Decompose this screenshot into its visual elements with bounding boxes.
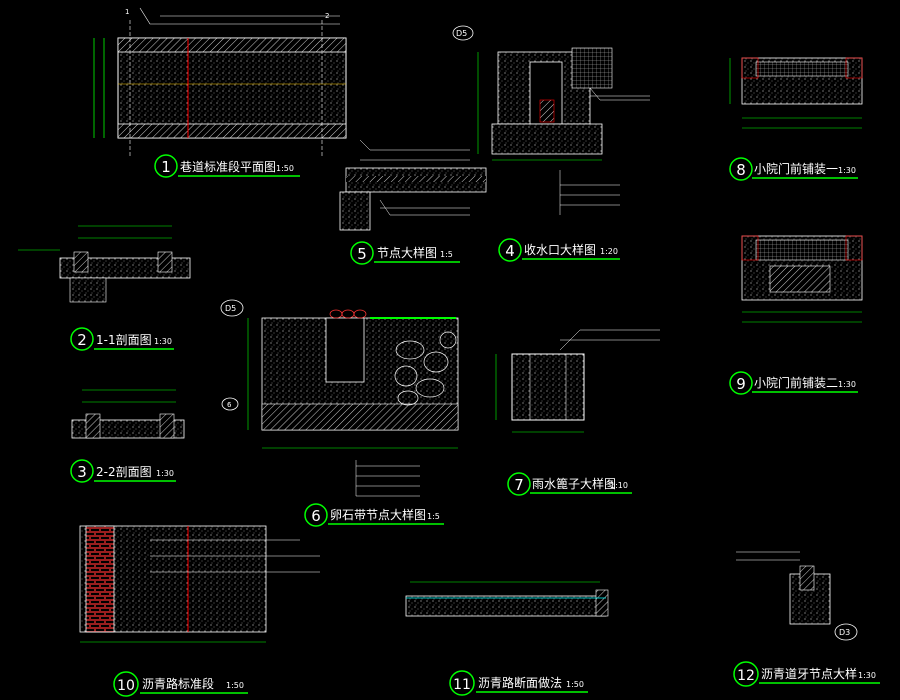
title-11-scale: 1:50 [566, 680, 584, 689]
title-9-number: 9 [736, 375, 746, 393]
title-2-scale: 1:30 [154, 337, 172, 346]
title-8-number: 8 [736, 161, 746, 179]
title-12: 12 沥青道牙节点大样 1:30 [733, 661, 880, 687]
section-marker-2: 2 [325, 12, 329, 20]
drawing-11-section [405, 581, 609, 617]
title-1-scale: 1:50 [276, 164, 294, 173]
detail-ref-bubble [220, 299, 244, 317]
detail-ref-d5: D5 [456, 29, 467, 38]
drawing-9-paving [741, 235, 863, 323]
drawing-5-node [339, 139, 487, 231]
detail-ref-bubble [834, 623, 858, 641]
title-6-scale: 1:5 [427, 512, 440, 521]
title-9-name: 小院门前铺装二 [754, 375, 838, 390]
section-marker-1: 1 [125, 8, 129, 16]
drawing-1-plan: 1 2 [93, 7, 347, 156]
title-2-name: 1-1剖面图 [96, 333, 152, 347]
title-5-scale: 1:5 [440, 250, 453, 259]
drawing-8-paving [729, 57, 863, 129]
title-4: 4 收水口大样图 1:20 [498, 238, 620, 262]
title-6-name: 卵石带节点大样图 [330, 507, 426, 522]
title-1-name: 巷道标准段平面图 [180, 159, 276, 174]
title-6-number: 6 [311, 507, 321, 525]
title-1-number: 1 [161, 158, 171, 176]
title-7-scale: 1:10 [610, 481, 628, 490]
detail-ref-d5-b: D5 [225, 304, 236, 313]
title-5-number: 5 [357, 245, 367, 263]
title-3-number: 3 [77, 463, 87, 481]
drawing-10-asphalt [79, 525, 320, 643]
title-8-name: 小院门前铺装一 [754, 161, 838, 176]
title-8: 8 小院门前铺装一 1:30 [729, 157, 858, 181]
detail-ref-bubble [452, 25, 474, 41]
title-11-name: 沥青路断面做法 [478, 675, 562, 690]
title-3: 3 2-2剖面图 1:30 [70, 459, 176, 483]
section-marker-6: 6 [227, 401, 232, 409]
drawing-6-pebble [247, 309, 459, 497]
drawing-12-curb: D3 [736, 551, 858, 641]
title-11: 11 沥青路断面做法 1:50 [449, 670, 588, 696]
title-8-scale: 1:30 [838, 166, 856, 175]
title-10: 10 沥青路标准段 1:50 [113, 671, 248, 697]
title-10-name: 沥青路标准段 [142, 676, 214, 691]
title-12-number: 12 [737, 668, 755, 684]
title-4-name: 收水口大样图 [524, 242, 596, 257]
drawing-3-section: 6 [71, 389, 239, 439]
title-2: 2 1-1剖面图 1:30 [70, 327, 174, 351]
title-11-number: 11 [453, 677, 471, 693]
title-3-name: 2-2剖面图 [96, 465, 152, 479]
title-12-scale: 1:30 [858, 671, 876, 680]
drawing-7-grate [495, 329, 660, 433]
title-12-name: 沥青道牙节点大样 [761, 666, 857, 681]
title-5: 5 节点大样图 1:5 [350, 241, 460, 265]
drawing-2-section: D5 [18, 225, 244, 317]
title-5-name: 节点大样图 [377, 245, 437, 260]
drawing-4-drain: D5 [452, 25, 650, 215]
title-3-scale: 1:30 [156, 469, 174, 478]
title-4-number: 4 [505, 242, 515, 260]
title-7-number: 7 [514, 476, 524, 494]
title-7: 7 雨水篦子大样图 1:10 [507, 472, 632, 496]
title-2-number: 2 [77, 331, 87, 349]
title-4-scale: 1:20 [600, 247, 618, 256]
title-9: 9 小院门前铺装二 1:30 [729, 371, 858, 395]
title-10-scale: 1:50 [226, 681, 244, 690]
title-7-name: 雨水篦子大样图 [532, 476, 616, 491]
title-9-scale: 1:30 [838, 380, 856, 389]
detail-ref-d3: D3 [839, 628, 850, 637]
title-6: 6 卵石带节点大样图 1:5 [304, 503, 444, 527]
title-1: 1 巷道标准段平面图 1:50 [154, 154, 300, 178]
title-10-number: 10 [117, 678, 135, 694]
